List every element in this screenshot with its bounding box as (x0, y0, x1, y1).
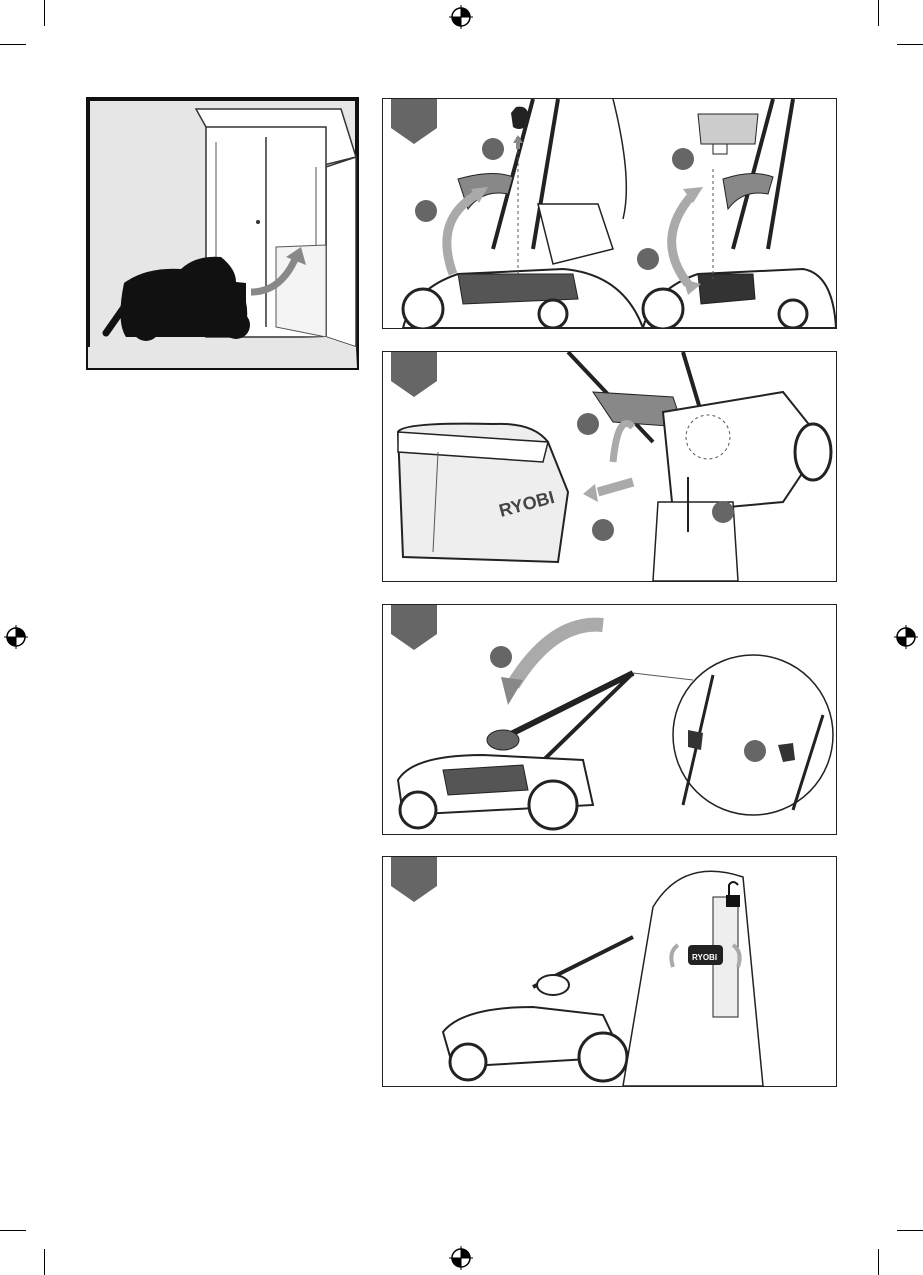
registration-mark-icon (449, 1246, 473, 1270)
step-grassbag-panel: RYOBI (382, 351, 837, 582)
storage-figure (86, 97, 359, 370)
knob-logo-text: RYOBI (692, 953, 717, 962)
crop-mark (44, 0, 45, 26)
registration-mark-icon (449, 5, 473, 29)
step-lock-panel: RYOBI (382, 856, 837, 1087)
step-battery-panel (382, 98, 837, 329)
crop-mark (0, 44, 26, 45)
crop-mark (44, 1249, 45, 1275)
lock-knob-icon: RYOBI (383, 857, 836, 1086)
handle-fold-icon (383, 605, 836, 834)
crop-mark (897, 44, 923, 45)
shed-storage-icon (86, 97, 359, 370)
crop-mark (0, 1230, 26, 1231)
registration-mark-icon (4, 625, 28, 649)
crop-mark (897, 1230, 923, 1231)
battery-removal-icon (383, 99, 836, 328)
step-fold-panel (382, 604, 837, 835)
registration-mark-icon (894, 625, 918, 649)
grass-bag-removal-icon: RYOBI (383, 352, 836, 581)
crop-mark (878, 0, 879, 26)
crop-mark (878, 1249, 879, 1275)
